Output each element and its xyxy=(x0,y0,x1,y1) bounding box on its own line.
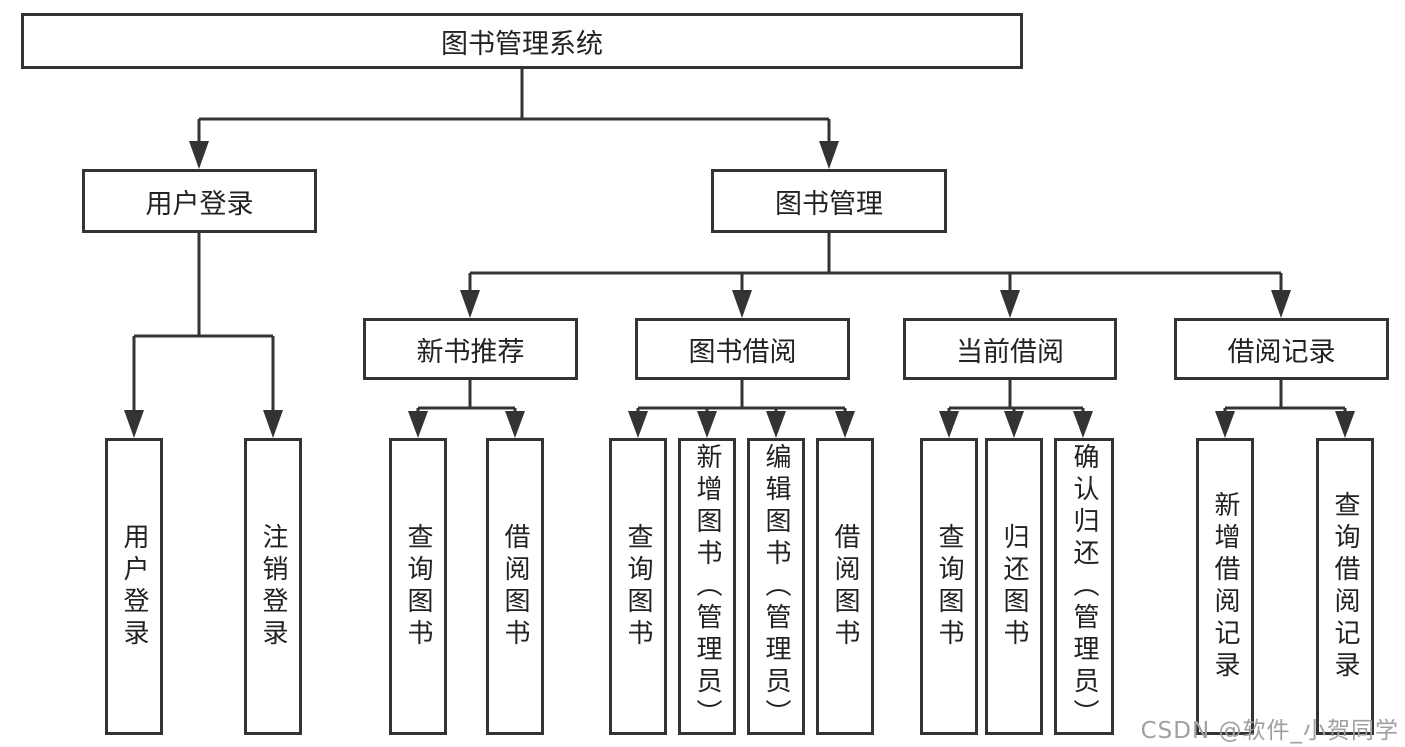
node-user-login-label: 用户登录 xyxy=(145,188,254,220)
leaf-current-confirm-return-admin: 确认归还（管理员） xyxy=(1054,438,1114,735)
leaf-recommend-borrow-books-label: 借阅图书 xyxy=(500,522,530,651)
node-root: 图书管理系统 xyxy=(21,13,1023,69)
node-current-borrow-label: 当前借阅 xyxy=(956,336,1064,368)
leaf-borrow-edit-books-admin-label: 编辑图书（管理员） xyxy=(761,442,791,731)
node-book-management: 图书管理 xyxy=(711,169,947,233)
leaf-current-confirm-return-admin-label: 确认归还（管理员） xyxy=(1069,442,1099,731)
leaf-records-query-record-label: 查询借阅记录 xyxy=(1330,490,1360,683)
node-book-borrow: 图书借阅 xyxy=(635,318,850,380)
leaf-logout: 注销登录 xyxy=(244,438,302,735)
connector-arrowheads xyxy=(124,141,1355,438)
node-new-book-recommend: 新书推荐 xyxy=(363,318,578,380)
leaf-user-login-label: 用户登录 xyxy=(119,522,149,651)
node-user-login: 用户登录 xyxy=(82,169,317,233)
leaf-borrow-borrow-books-label: 借阅图书 xyxy=(830,522,860,651)
node-new-book-recommend-label: 新书推荐 xyxy=(416,336,525,368)
leaf-recommend-query-books-label: 查询图书 xyxy=(403,522,433,651)
node-borrow-records: 借阅记录 xyxy=(1174,318,1389,380)
leaf-borrow-add-books-admin-label: 新增图书（管理员） xyxy=(692,442,722,731)
leaf-borrow-add-books-admin: 新增图书（管理员） xyxy=(678,438,736,735)
node-book-borrow-label: 图书借阅 xyxy=(688,336,797,368)
leaf-borrow-edit-books-admin: 编辑图书（管理员） xyxy=(747,438,805,735)
leaf-records-query-record: 查询借阅记录 xyxy=(1316,438,1374,735)
leaf-records-add-record-label: 新增借阅记录 xyxy=(1210,490,1240,683)
csdn-watermark: CSDN @软件_小贺同学 xyxy=(1140,718,1399,744)
leaf-current-return-books: 归还图书 xyxy=(985,438,1043,735)
leaf-current-query-books: 查询图书 xyxy=(920,438,978,735)
leaf-recommend-borrow-books: 借阅图书 xyxy=(486,438,544,735)
node-borrow-records-label: 借阅记录 xyxy=(1227,336,1336,368)
leaf-borrow-query-books-label: 查询图书 xyxy=(623,522,653,651)
node-book-management-label: 图书管理 xyxy=(775,188,883,220)
leaf-current-return-books-label: 归还图书 xyxy=(999,522,1029,651)
node-current-borrow: 当前借阅 xyxy=(903,318,1117,380)
leaf-recommend-query-books: 查询图书 xyxy=(389,438,447,735)
node-root-label: 图书管理系统 xyxy=(441,28,603,60)
connector-paths xyxy=(132,69,1347,414)
leaf-records-add-record: 新增借阅记录 xyxy=(1196,438,1254,735)
leaf-borrow-borrow-books: 借阅图书 xyxy=(816,438,874,735)
leaf-current-query-books-label: 查询图书 xyxy=(934,522,964,651)
leaf-user-login: 用户登录 xyxy=(105,438,163,735)
leaf-borrow-query-books: 查询图书 xyxy=(609,438,667,735)
leaf-logout-label: 注销登录 xyxy=(258,522,288,651)
